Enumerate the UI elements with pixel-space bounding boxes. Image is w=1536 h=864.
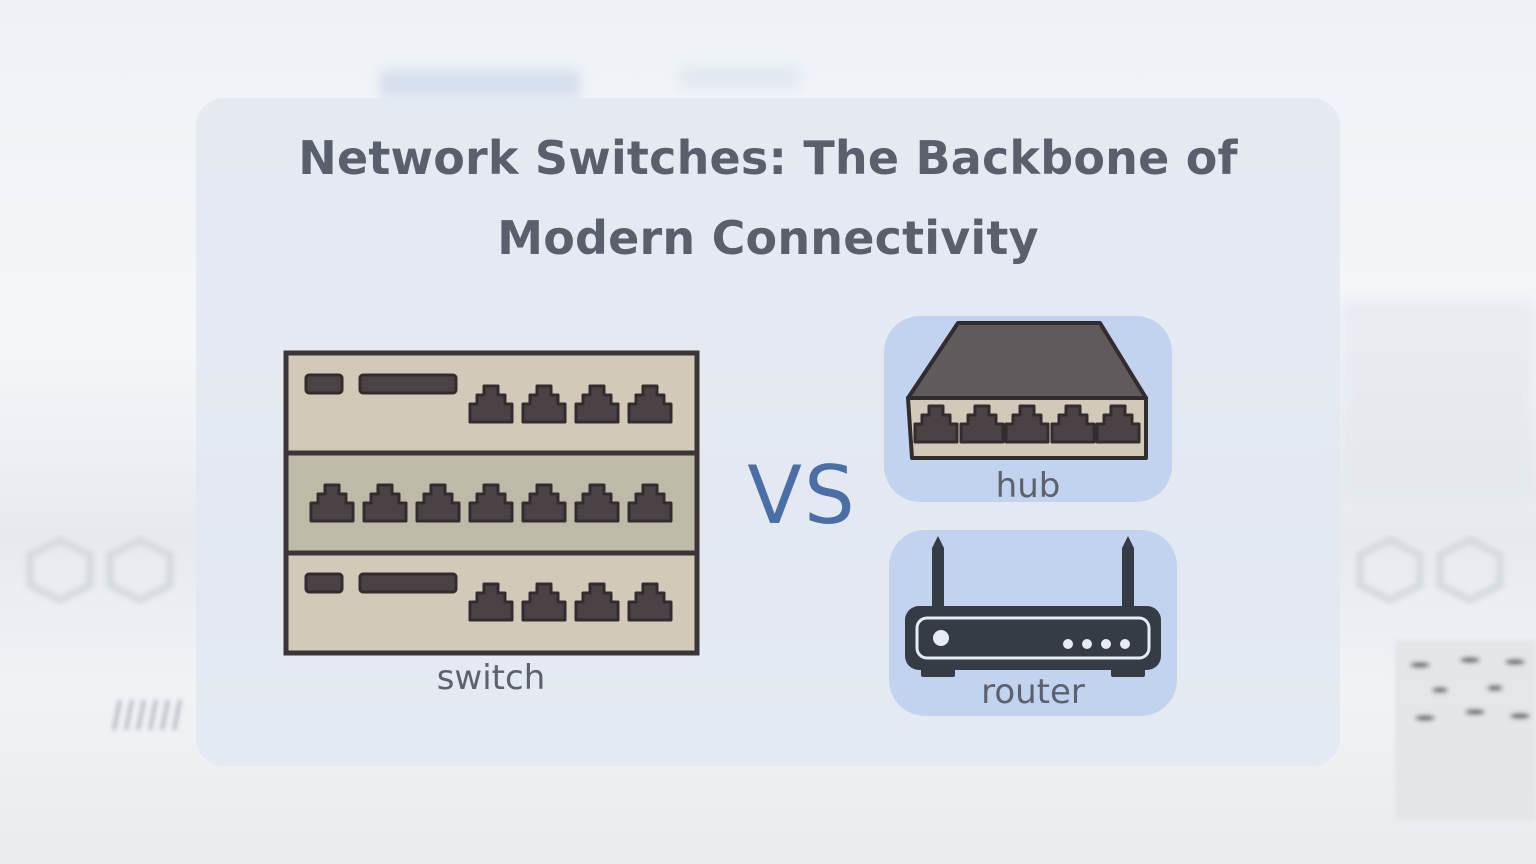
router-label: router xyxy=(981,672,1085,712)
page-title: Network Switches: The Backbone of Modern… xyxy=(196,118,1340,278)
vs-text: VS xyxy=(747,449,857,542)
title-line-1: Network Switches: The Backbone of xyxy=(298,131,1238,185)
title-line-2: Modern Connectivity xyxy=(497,211,1039,265)
hub-label: hub xyxy=(995,466,1061,506)
switch-label: switch xyxy=(436,658,546,698)
